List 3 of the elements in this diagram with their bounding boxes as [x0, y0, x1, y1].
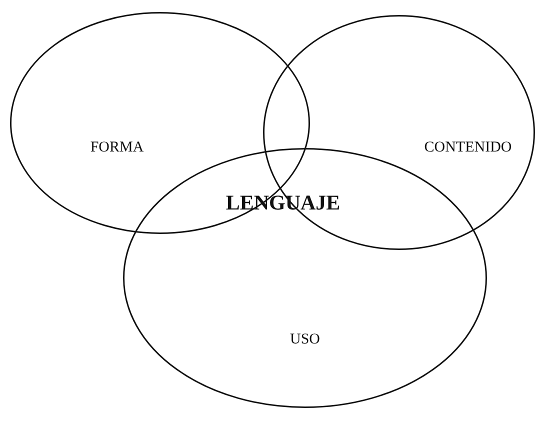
- set-label: USO: [290, 332, 320, 348]
- set-label: FORMA: [90, 140, 144, 156]
- set-label: CONTENIDO: [424, 140, 512, 156]
